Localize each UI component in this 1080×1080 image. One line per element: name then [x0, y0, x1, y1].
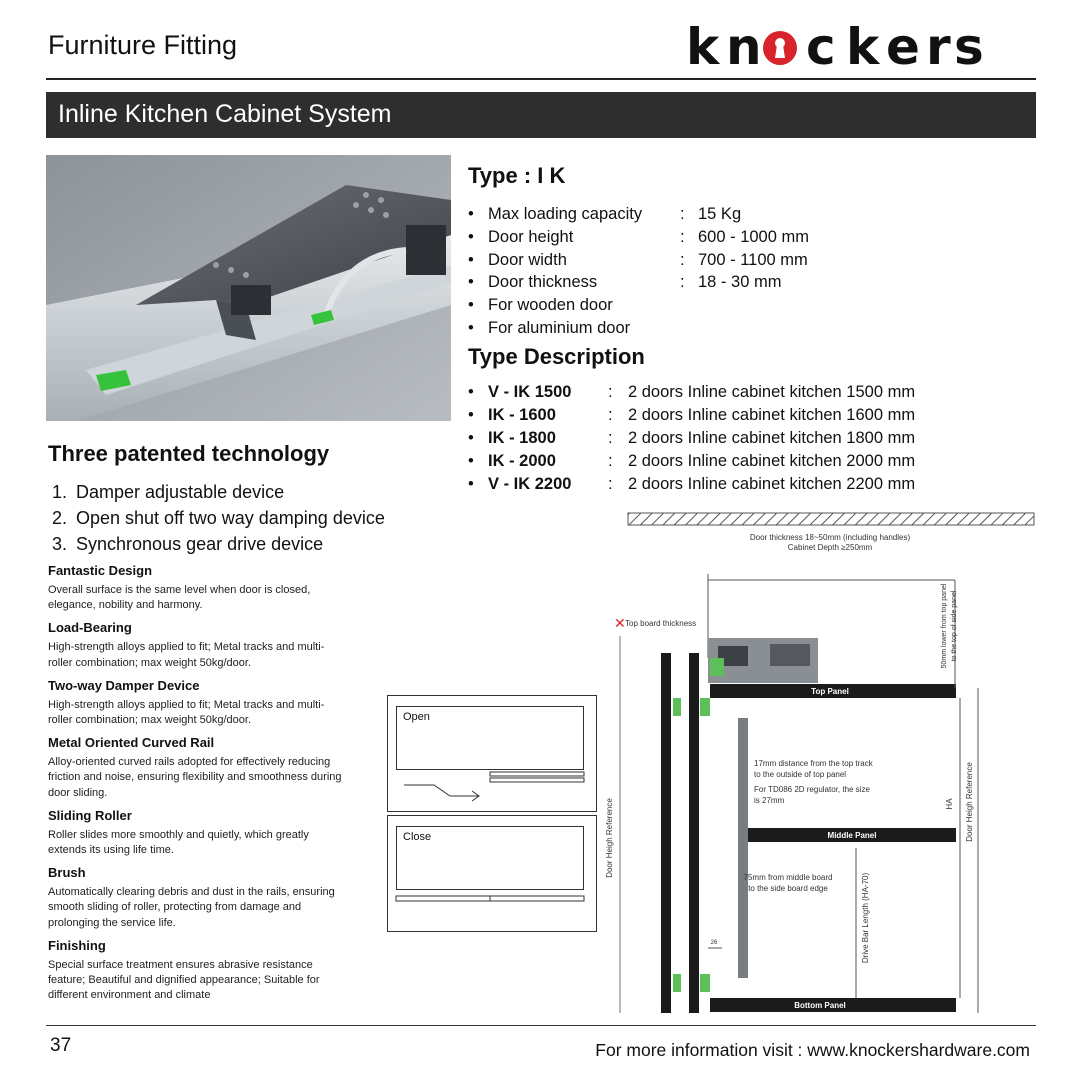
installation-diagram: Door thickness 18~50mm (including handle… [605, 512, 1035, 1013]
dim-26: 26 [711, 940, 718, 946]
feature-title: Finishing [48, 937, 106, 953]
type-description-heading: Type Description [468, 344, 645, 369]
distance-note-1: 17mm distance from the top track [754, 759, 874, 768]
feature-text: Alloy-oriented curved rails adopted for … [48, 756, 342, 799]
regulator-note-2: is 27mm [754, 796, 785, 805]
page-number: 37 [50, 1035, 72, 1056]
feature-title: Two-way Damper Device [48, 677, 200, 693]
header-divider [46, 78, 1036, 80]
board-note-1: 75mm from middle board [744, 873, 833, 882]
cabinet-depth-note: Cabinet Depth ≥250mm [788, 543, 873, 552]
feature-text: Roller slides more smoothly and quietly,… [48, 828, 309, 857]
type-item: IK - 1600:2 doors Inline cabinet kitchen… [468, 406, 1038, 429]
feature-text: High-strength alloys applied to fit; Met… [48, 698, 325, 727]
spec-item: Door thickness:18 - 30 mm [468, 273, 1028, 296]
knockers-logo: k n c k e r s [686, 18, 984, 70]
technology-item: 2.Open shut off two way damping device [52, 508, 385, 528]
feature-title: Brush [48, 865, 86, 881]
website-link[interactable]: For more information visit : www.knocker… [595, 1040, 1030, 1060]
close-diagram: Close [387, 815, 597, 932]
open-label: Open [403, 711, 430, 723]
spec-item: For wooden door [468, 296, 1028, 319]
feature-text: Automatically clearing debris and dust i… [48, 886, 335, 929]
svg-text:r: r [926, 18, 951, 70]
technology-item: 3.Synchronous gear drive device [52, 534, 324, 554]
top-panel-label: Top Panel [811, 687, 849, 696]
page-title: Furniture Fitting [48, 30, 238, 60]
ha-label: HA [945, 798, 954, 810]
top-board-note: Top board thickness [625, 619, 696, 628]
type-item: IK - 1800:2 doors Inline cabinet kitchen… [468, 429, 1038, 452]
type-heading: Type : I K [468, 163, 566, 188]
top-lower-note-2: to the top of side panel [951, 590, 958, 661]
spec-item: For aluminium door [468, 319, 1028, 342]
svg-text:c: c [806, 18, 836, 70]
door-thickness-note: Door thickness 18~50mm (including handle… [750, 533, 911, 542]
type-item: V - IK 1500:2 doors Inline cabinet kitch… [468, 383, 1038, 406]
technology-list: 1.Damper adjustable device 2.Open shut o… [52, 482, 385, 560]
middle-panel-label: Middle Panel [828, 831, 877, 840]
feature-title: Load-Bearing [48, 620, 132, 636]
type-description-list: V - IK 1500:2 doors Inline cabinet kitch… [468, 383, 1038, 498]
feature-text: High-strength alloys applied to fit; Met… [48, 641, 325, 669]
feature-text: Special surface treatment ensures abrasi… [48, 958, 320, 1002]
svg-text:k: k [846, 18, 881, 70]
svg-text:e: e [886, 18, 920, 70]
open-diagram: Open [387, 695, 597, 812]
cross-icon: ✕ [614, 616, 626, 632]
feature-text: Overall surface is the same level when d… [48, 584, 311, 612]
open-arrow-icon [404, 771, 585, 802]
svg-text:k: k [686, 18, 721, 70]
feature-title: Fantastic Design [48, 563, 153, 578]
feature-title: Sliding Roller [48, 807, 132, 823]
type-item: IK - 2000:2 doors Inline cabinet kitchen… [468, 452, 1038, 475]
svg-text:n: n [726, 18, 762, 70]
close-rail-icon [395, 895, 585, 902]
feature-title: Metal Oriented Curved Rail [48, 735, 215, 751]
product-photo [46, 155, 451, 421]
door-ref-left: Door Heigh Reference [605, 798, 614, 878]
type-item: V - IK 2200:2 doors Inline cabinet kitch… [468, 475, 1038, 498]
drive-bar-note: Drive Bar Length (HA-70) [861, 873, 870, 964]
distance-note-2: to the outside of top panel [754, 770, 846, 779]
top-lower-note-1: 50mm lower from top panel [941, 583, 948, 668]
spec-item: Door height:600 - 1000 mm [468, 228, 1028, 251]
regulator-note-1: For TD086 2D regulator, the size [754, 785, 870, 794]
technology-item: 1.Damper adjustable device [52, 482, 285, 502]
svg-text:s: s [954, 18, 984, 70]
spec-list: Max loading capacity:15 Kg Door height:6… [468, 205, 1028, 342]
board-note-2: to the side board edge [748, 884, 828, 893]
footer-divider [46, 1025, 1036, 1026]
technology-heading: Three patented technology [48, 441, 330, 466]
spec-item: Max loading capacity:15 Kg [468, 205, 1028, 228]
close-label: Close [403, 831, 432, 843]
bottom-panel-label: Bottom Panel [794, 1001, 846, 1010]
spec-item: Door width:700 - 1100 mm [468, 251, 1028, 274]
section-band: Inline Kitchen Cabinet System [46, 92, 1036, 138]
door-ref-right: Door Heigh Reference [965, 762, 974, 842]
